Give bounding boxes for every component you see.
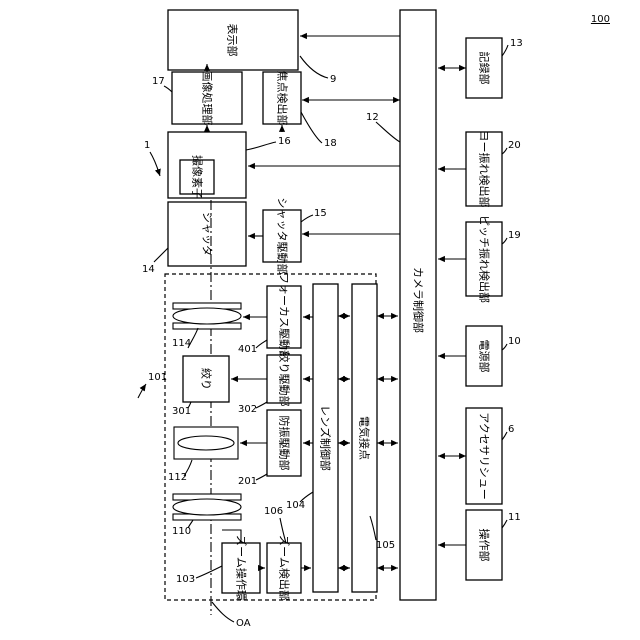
lens-control-label: レンズ制御部 bbox=[319, 405, 333, 471]
focus-detection-label: 焦点検出部 bbox=[276, 71, 290, 126]
vibration-drive-label: 防振駆動部 bbox=[278, 416, 292, 471]
ref-6: 6 bbox=[508, 424, 514, 435]
image-sensor-label: 撮像素子 bbox=[191, 155, 205, 199]
ref-106: 106 bbox=[264, 506, 283, 517]
ref-10: 10 bbox=[508, 336, 521, 347]
ref-11: 11 bbox=[508, 512, 521, 523]
ref-19: 19 bbox=[508, 230, 521, 241]
ref-18: 18 bbox=[324, 138, 337, 149]
vibration-lens bbox=[174, 427, 238, 459]
ref-9: 9 bbox=[330, 74, 336, 85]
electrical-contact-label: 電気接点 bbox=[358, 416, 372, 460]
ref-104: 104 bbox=[286, 500, 305, 511]
ref-302: 302 bbox=[238, 404, 257, 415]
focus-lens bbox=[173, 303, 241, 329]
ref-17: 17 bbox=[152, 76, 165, 87]
ref-15: 15 bbox=[314, 208, 327, 219]
operation-label: 操作部 bbox=[478, 529, 492, 562]
ref-112: 112 bbox=[168, 472, 187, 483]
aperture-drive-label: 絞り駆動部 bbox=[278, 352, 292, 407]
zoom-detection-label: ズーム検出部 bbox=[278, 535, 292, 601]
aperture-label: 絞り bbox=[200, 368, 214, 390]
pitch-detection-label: ピッチ振れ検出部 bbox=[478, 215, 492, 303]
zoom-lens bbox=[173, 494, 241, 520]
ref-oa: OA bbox=[236, 618, 251, 629]
ref-14: 14 bbox=[142, 264, 155, 275]
shutter-drive-label: シャッタ駆動部 bbox=[276, 198, 290, 275]
ref-20: 20 bbox=[508, 140, 521, 151]
ref-13: 13 bbox=[510, 38, 523, 49]
power-label: 電源部 bbox=[478, 340, 492, 373]
zoom-ring-label: ズーム操作環 bbox=[235, 535, 249, 601]
ref-201: 201 bbox=[238, 476, 257, 487]
display-label: 表示部 bbox=[226, 24, 240, 57]
recording-label: 記録部 bbox=[478, 52, 492, 85]
ref-105: 105 bbox=[376, 540, 395, 551]
yaw-detection-label: ヨー振れ検出部 bbox=[478, 131, 492, 208]
ref-101: 101 bbox=[148, 372, 167, 383]
ref-103: 103 bbox=[176, 574, 195, 585]
camera-control-label: カメラ制御部 bbox=[412, 267, 426, 333]
ref-401: 401 bbox=[238, 344, 257, 355]
focus-drive-label: フォーカス駆動部 bbox=[278, 273, 292, 361]
figure-number: 100 bbox=[591, 14, 610, 25]
ref-16: 16 bbox=[278, 136, 291, 147]
accessory-shoe-label: アクセサリシュー bbox=[478, 412, 491, 499]
ref-12: 12 bbox=[366, 112, 379, 123]
ref-1: 1 bbox=[144, 140, 150, 151]
image-processing-label: 画像処理部 bbox=[201, 71, 215, 126]
